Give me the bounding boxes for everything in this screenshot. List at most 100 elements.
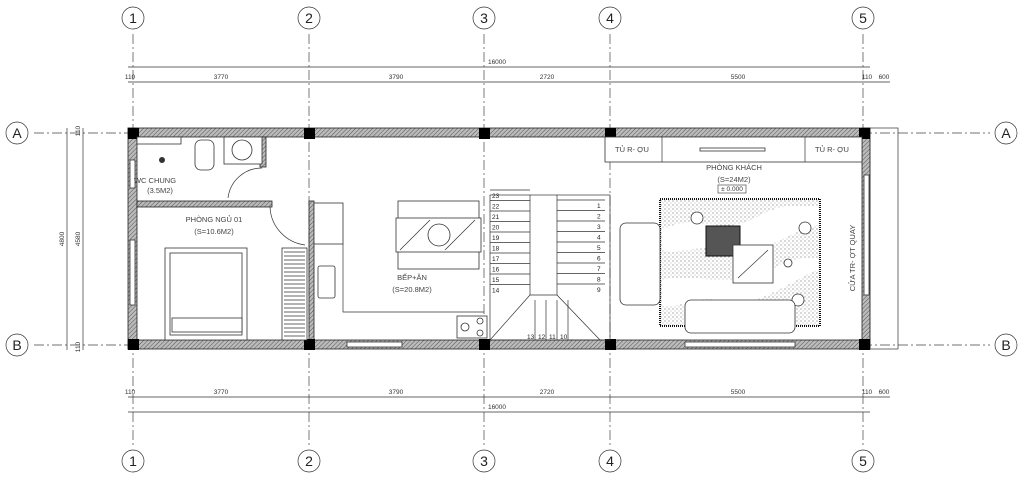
grid-bubbles: 1 2 3 4 5 1 2 3 4 5 A B A B [5,6,1018,473]
stair-step-number: 19 [492,235,500,242]
svg-text:110: 110 [75,341,82,352]
svg-text:16000: 16000 [488,404,506,411]
stair-step-number: 12 [538,334,546,341]
grid-bubble-A-left: A [5,121,29,145]
grid-bubble-3-top: 3 [472,6,496,30]
door-label: CỬA TR- ỢT QUAY [848,225,857,292]
svg-text:600: 600 [879,74,890,81]
grid-bubble-5-top: 5 [851,6,875,30]
stair-step-number: 1 [597,203,601,210]
cabinet-label-left: TỦ R- ỢU [615,145,649,154]
columns [128,128,870,350]
room-label-living: PHÒNG KHÁCH [706,163,762,172]
stair-step-number: 21 [492,214,500,221]
grid-bubble-2-top: 2 [297,6,321,30]
svg-text:2: 2 [305,453,313,469]
svg-text:110: 110 [125,389,136,396]
stair-step-number: 13 [527,334,535,341]
svg-text:5500: 5500 [731,74,746,81]
grid-bubble-2-bottom: 2 [297,449,321,473]
svg-text:5: 5 [859,453,867,469]
grid-bubble-B-left: B [5,333,29,357]
svg-text:3770: 3770 [214,74,229,81]
kitchen-fixtures [313,202,488,339]
dimension-top: 16000 110 3770 3790 2720 5500 110 600 [125,59,890,83]
room-label-bedroom: PHÒNG NGỦ 01 [186,215,243,224]
floor-level-mark: ± 0.000 [721,186,743,193]
stair-step-number: 8 [597,277,601,284]
room-area-wc: (3.5M2) [147,186,173,195]
svg-text:600: 600 [879,389,890,396]
svg-text:4580: 4580 [75,231,82,246]
stair-step-number: 7 [597,266,601,273]
svg-text:3: 3 [480,453,488,469]
svg-text:3: 3 [480,10,488,26]
stair-step-number: 20 [492,225,500,232]
svg-text:1: 1 [129,10,137,26]
grid-bubble-1-bottom: 1 [121,449,145,473]
stair-step-number: 5 [597,245,601,252]
grid-bubble-5-bottom: 5 [851,449,875,473]
svg-text:110: 110 [862,74,873,81]
grid-bubble-B-right: B [994,333,1018,357]
cabinets [604,136,863,163]
svg-text:4: 4 [606,10,614,26]
stair-step-number: 22 [492,204,500,211]
room-label-kitchen: BẾP+ĂN [397,272,427,282]
svg-text:16000: 16000 [488,59,506,66]
stair-step-number: 4 [597,235,601,242]
svg-text:4: 4 [606,453,614,469]
rug [659,198,821,327]
dining-table [395,200,482,270]
svg-text:110: 110 [125,74,136,81]
stair-step-number: 23 [492,193,500,200]
stair-step-number: 14 [492,288,500,295]
room-area-kitchen: (S=20.8M2) [392,285,432,294]
grid-bubble-A-right: A [994,121,1018,145]
stair-step-number: 15 [492,277,500,284]
svg-text:1: 1 [129,453,137,469]
svg-text:2720: 2720 [540,74,555,81]
stair-step-number: 17 [492,256,500,263]
dimension-left: 4800 4580 110 110 [59,125,84,352]
stair-step-number: 11 [549,334,556,341]
room-area-living: (S=24M2) [717,175,751,184]
stair-step-number: 18 [492,246,500,253]
svg-text:B: B [1001,337,1010,353]
bed [164,247,308,341]
grid-bubble-4-top: 4 [598,6,622,30]
grid-lines [34,34,990,445]
stair-step-number: 10 [560,334,568,341]
cabinet-label-right: TỦ R- ỢU [815,145,849,154]
stair-step-number: 16 [492,267,500,274]
windows [129,159,870,348]
wc-fixtures [136,136,306,246]
svg-text:5: 5 [859,10,867,26]
wardrobe-slats [284,251,305,337]
grid-bubble-4-bottom: 4 [598,449,622,473]
svg-text:110: 110 [862,389,873,396]
stair-step-number: 6 [597,256,601,263]
grid-bubble-1-top: 1 [121,6,145,30]
svg-text:A: A [12,125,22,141]
svg-text:3790: 3790 [389,389,404,396]
svg-text:A: A [1001,125,1011,141]
svg-text:B: B [12,337,21,353]
svg-text:3770: 3770 [214,389,229,396]
svg-text:5500: 5500 [731,389,746,396]
svg-text:2720: 2720 [540,389,555,396]
sofas [619,222,796,334]
svg-text:4800: 4800 [59,231,66,246]
dimension-bottom: 16000 110 3770 3790 2720 5500 110 600 [125,389,890,413]
room-label-wc: WC CHUNG [134,176,176,185]
svg-text:110: 110 [75,125,82,136]
grid-bubble-3-bottom: 3 [472,449,496,473]
stair-step-number: 9 [597,287,601,294]
svg-text:2: 2 [305,10,313,26]
svg-text:3790: 3790 [389,74,404,81]
stair-step-number: 3 [597,224,601,231]
room-area-bedroom: (S=10.6M2) [194,227,234,236]
stair-step-number: 2 [597,214,601,221]
